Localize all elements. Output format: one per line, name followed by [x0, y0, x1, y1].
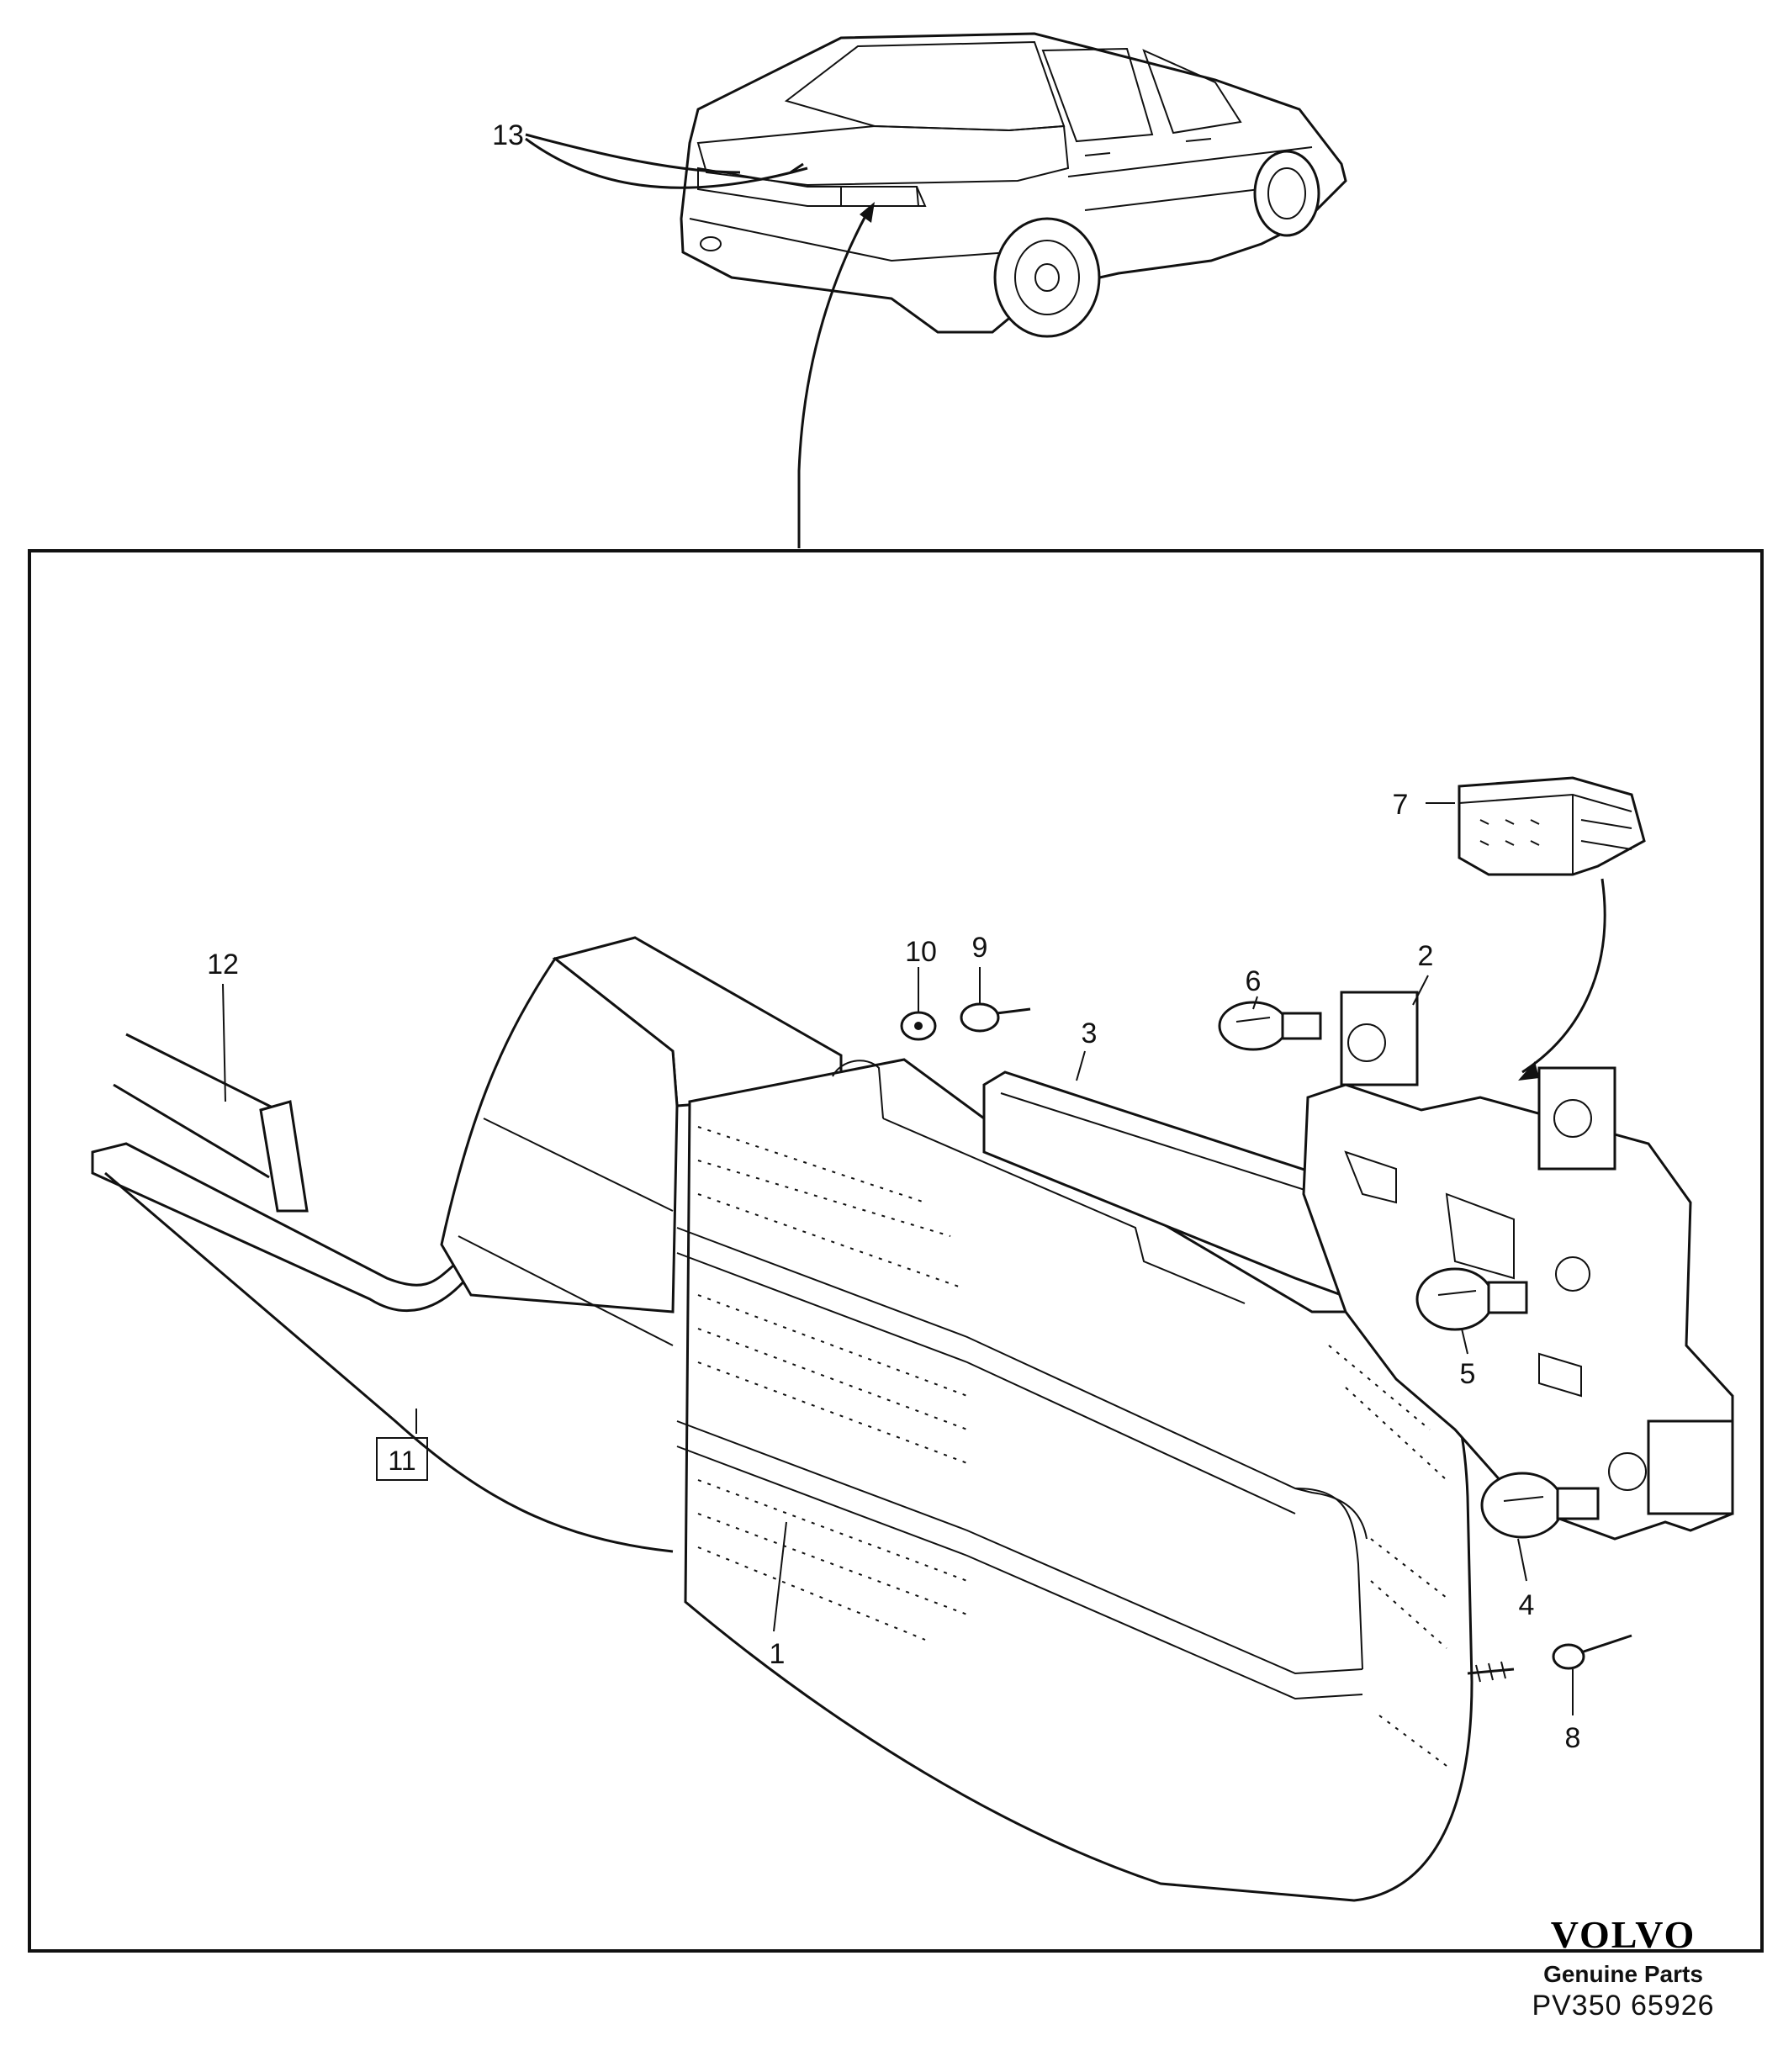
callout-6: 6	[1246, 965, 1262, 997]
brand-block: VOLVO Genuine Parts PV350 65926	[1514, 1913, 1733, 2022]
taillight-lens	[440, 936, 1515, 1902]
brand-subtitle: Genuine Parts	[1543, 1960, 1703, 1987]
car-illustration	[680, 32, 1347, 338]
fasteners	[900, 1002, 1632, 1670]
car-to-detail-arrow	[797, 202, 875, 548]
connector	[1458, 776, 1646, 876]
detail-frame	[28, 549, 1764, 1953]
leader-lines	[222, 802, 1574, 1715]
callout-3: 3	[1082, 1018, 1098, 1049]
callout-1: 1	[770, 1638, 786, 1670]
callout-10: 10	[905, 936, 937, 968]
callout-9: 9	[972, 932, 988, 964]
bulbs	[1218, 1001, 1600, 1539]
callout-5: 5	[1460, 1358, 1476, 1390]
diagram-code: PV350 65926	[1532, 1990, 1715, 2022]
callout-labels: 1 2 3 4 5 6 7 8 9 10 11 12 13	[207, 119, 1580, 1754]
callout-4: 4	[1519, 1589, 1535, 1621]
callout-8: 8	[1565, 1722, 1581, 1754]
callout-2: 2	[1418, 940, 1434, 972]
callout-13: 13	[492, 119, 524, 151]
brand-logo: VOLVO	[1550, 1913, 1696, 1956]
leader-13	[525, 133, 808, 189]
callout-7: 7	[1393, 789, 1409, 821]
callout-11-box	[376, 1437, 428, 1481]
trim-strips	[91, 1033, 674, 1553]
callout-12: 12	[207, 949, 239, 980]
callout-11: 11	[388, 1446, 415, 1476]
connector-arrow	[1518, 878, 1606, 1081]
